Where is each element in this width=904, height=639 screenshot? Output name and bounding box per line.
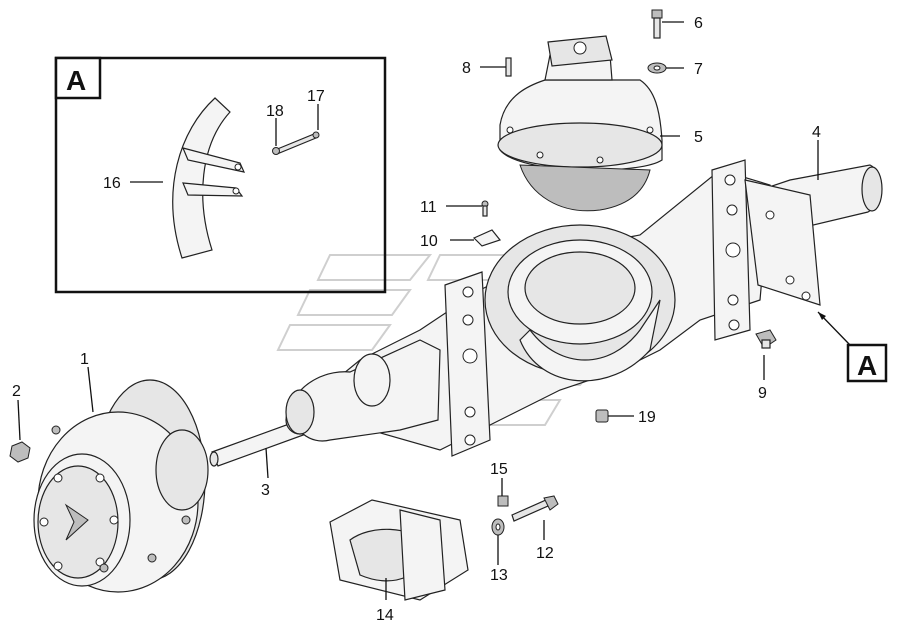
callout-13: 13 xyxy=(490,567,508,584)
differential-carrier xyxy=(497,35,663,212)
callout-8: 8 xyxy=(462,60,471,77)
detail-view-label: A xyxy=(66,65,86,96)
spring-bracket xyxy=(329,499,469,601)
callout-9: 9 xyxy=(758,385,767,402)
detail-view-box: A xyxy=(54,56,387,294)
callout-16: 16 xyxy=(103,175,121,192)
screw-small-part xyxy=(481,200,489,217)
callout-15: 15 xyxy=(490,461,508,478)
screw-part xyxy=(274,133,317,155)
callout-19: 19 xyxy=(638,409,656,426)
callout-1: 1 xyxy=(80,351,89,368)
view-marker: A xyxy=(817,311,888,383)
bolt-part xyxy=(651,9,663,39)
callout-6: 6 xyxy=(694,15,703,32)
callout-3: 3 xyxy=(261,482,270,499)
washer-part xyxy=(647,62,667,74)
drain-plug-part xyxy=(595,409,609,423)
callout-17: 17 xyxy=(307,88,325,105)
plug-small-part xyxy=(497,495,509,507)
shield-bracket-lower xyxy=(182,182,244,197)
nut-part xyxy=(9,441,31,463)
callout-7: 7 xyxy=(694,61,703,78)
brake-drum xyxy=(33,379,209,593)
view-marker-label: A xyxy=(857,350,877,381)
callout-2: 2 xyxy=(12,383,21,400)
shield-bracket-upper xyxy=(181,147,246,173)
callout-10: 10 xyxy=(420,233,438,250)
pin-part xyxy=(505,57,512,77)
washer-small-part xyxy=(491,518,505,536)
callout-18: 18 xyxy=(266,103,284,120)
plug-part xyxy=(755,329,777,349)
gasket-part xyxy=(472,229,502,247)
brand-triangle-icon xyxy=(64,503,89,541)
callout-5: 5 xyxy=(694,129,703,146)
bolt-long-part xyxy=(511,495,559,522)
axle-housing xyxy=(285,159,883,457)
callout-labels: 1 2 3 4 5 6 7 8 9 10 11 12 13 14 15 16 1… xyxy=(12,15,821,624)
callout-14: 14 xyxy=(376,607,394,624)
shield-part xyxy=(172,97,231,259)
callout-12: 12 xyxy=(536,545,554,562)
callout-4: 4 xyxy=(812,124,821,141)
leader-lines xyxy=(17,21,819,600)
callout-11: 11 xyxy=(420,199,437,216)
